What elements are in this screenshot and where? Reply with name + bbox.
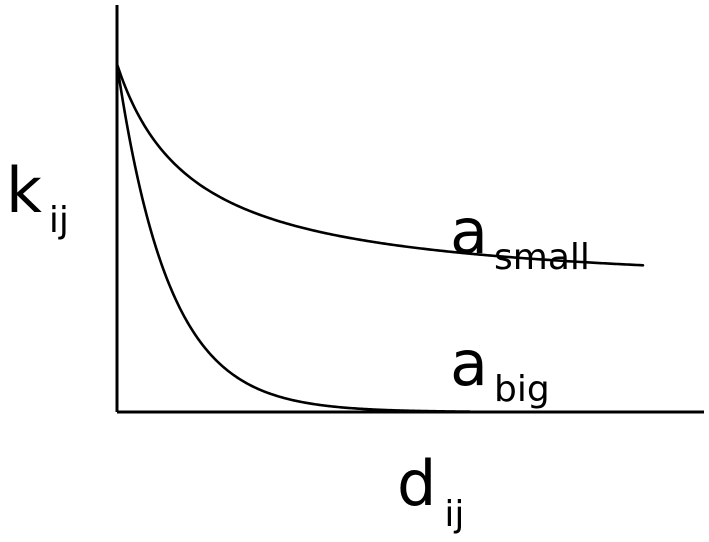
x-axis-label-base: d: [397, 447, 436, 520]
x-axis-label: d ij: [397, 447, 464, 535]
series-label-a-small: a small: [450, 195, 590, 278]
x-axis-label-subscript: ij: [444, 494, 464, 535]
y-axis-label: k ij: [6, 154, 69, 241]
series-label-a-big-subscript: big: [494, 369, 550, 410]
series-line-a-small: [115, 62, 645, 267]
series-label-a-big: a big: [450, 327, 550, 410]
series-label-a-small-base: a: [450, 195, 488, 268]
y-axis-label-base: k: [6, 154, 42, 227]
series-label-a-big-base: a: [450, 327, 488, 400]
series-label-a-small-subscript: small: [494, 237, 590, 278]
y-axis-label-subscript: ij: [49, 200, 69, 241]
series-line-a-big: [115, 62, 471, 413]
